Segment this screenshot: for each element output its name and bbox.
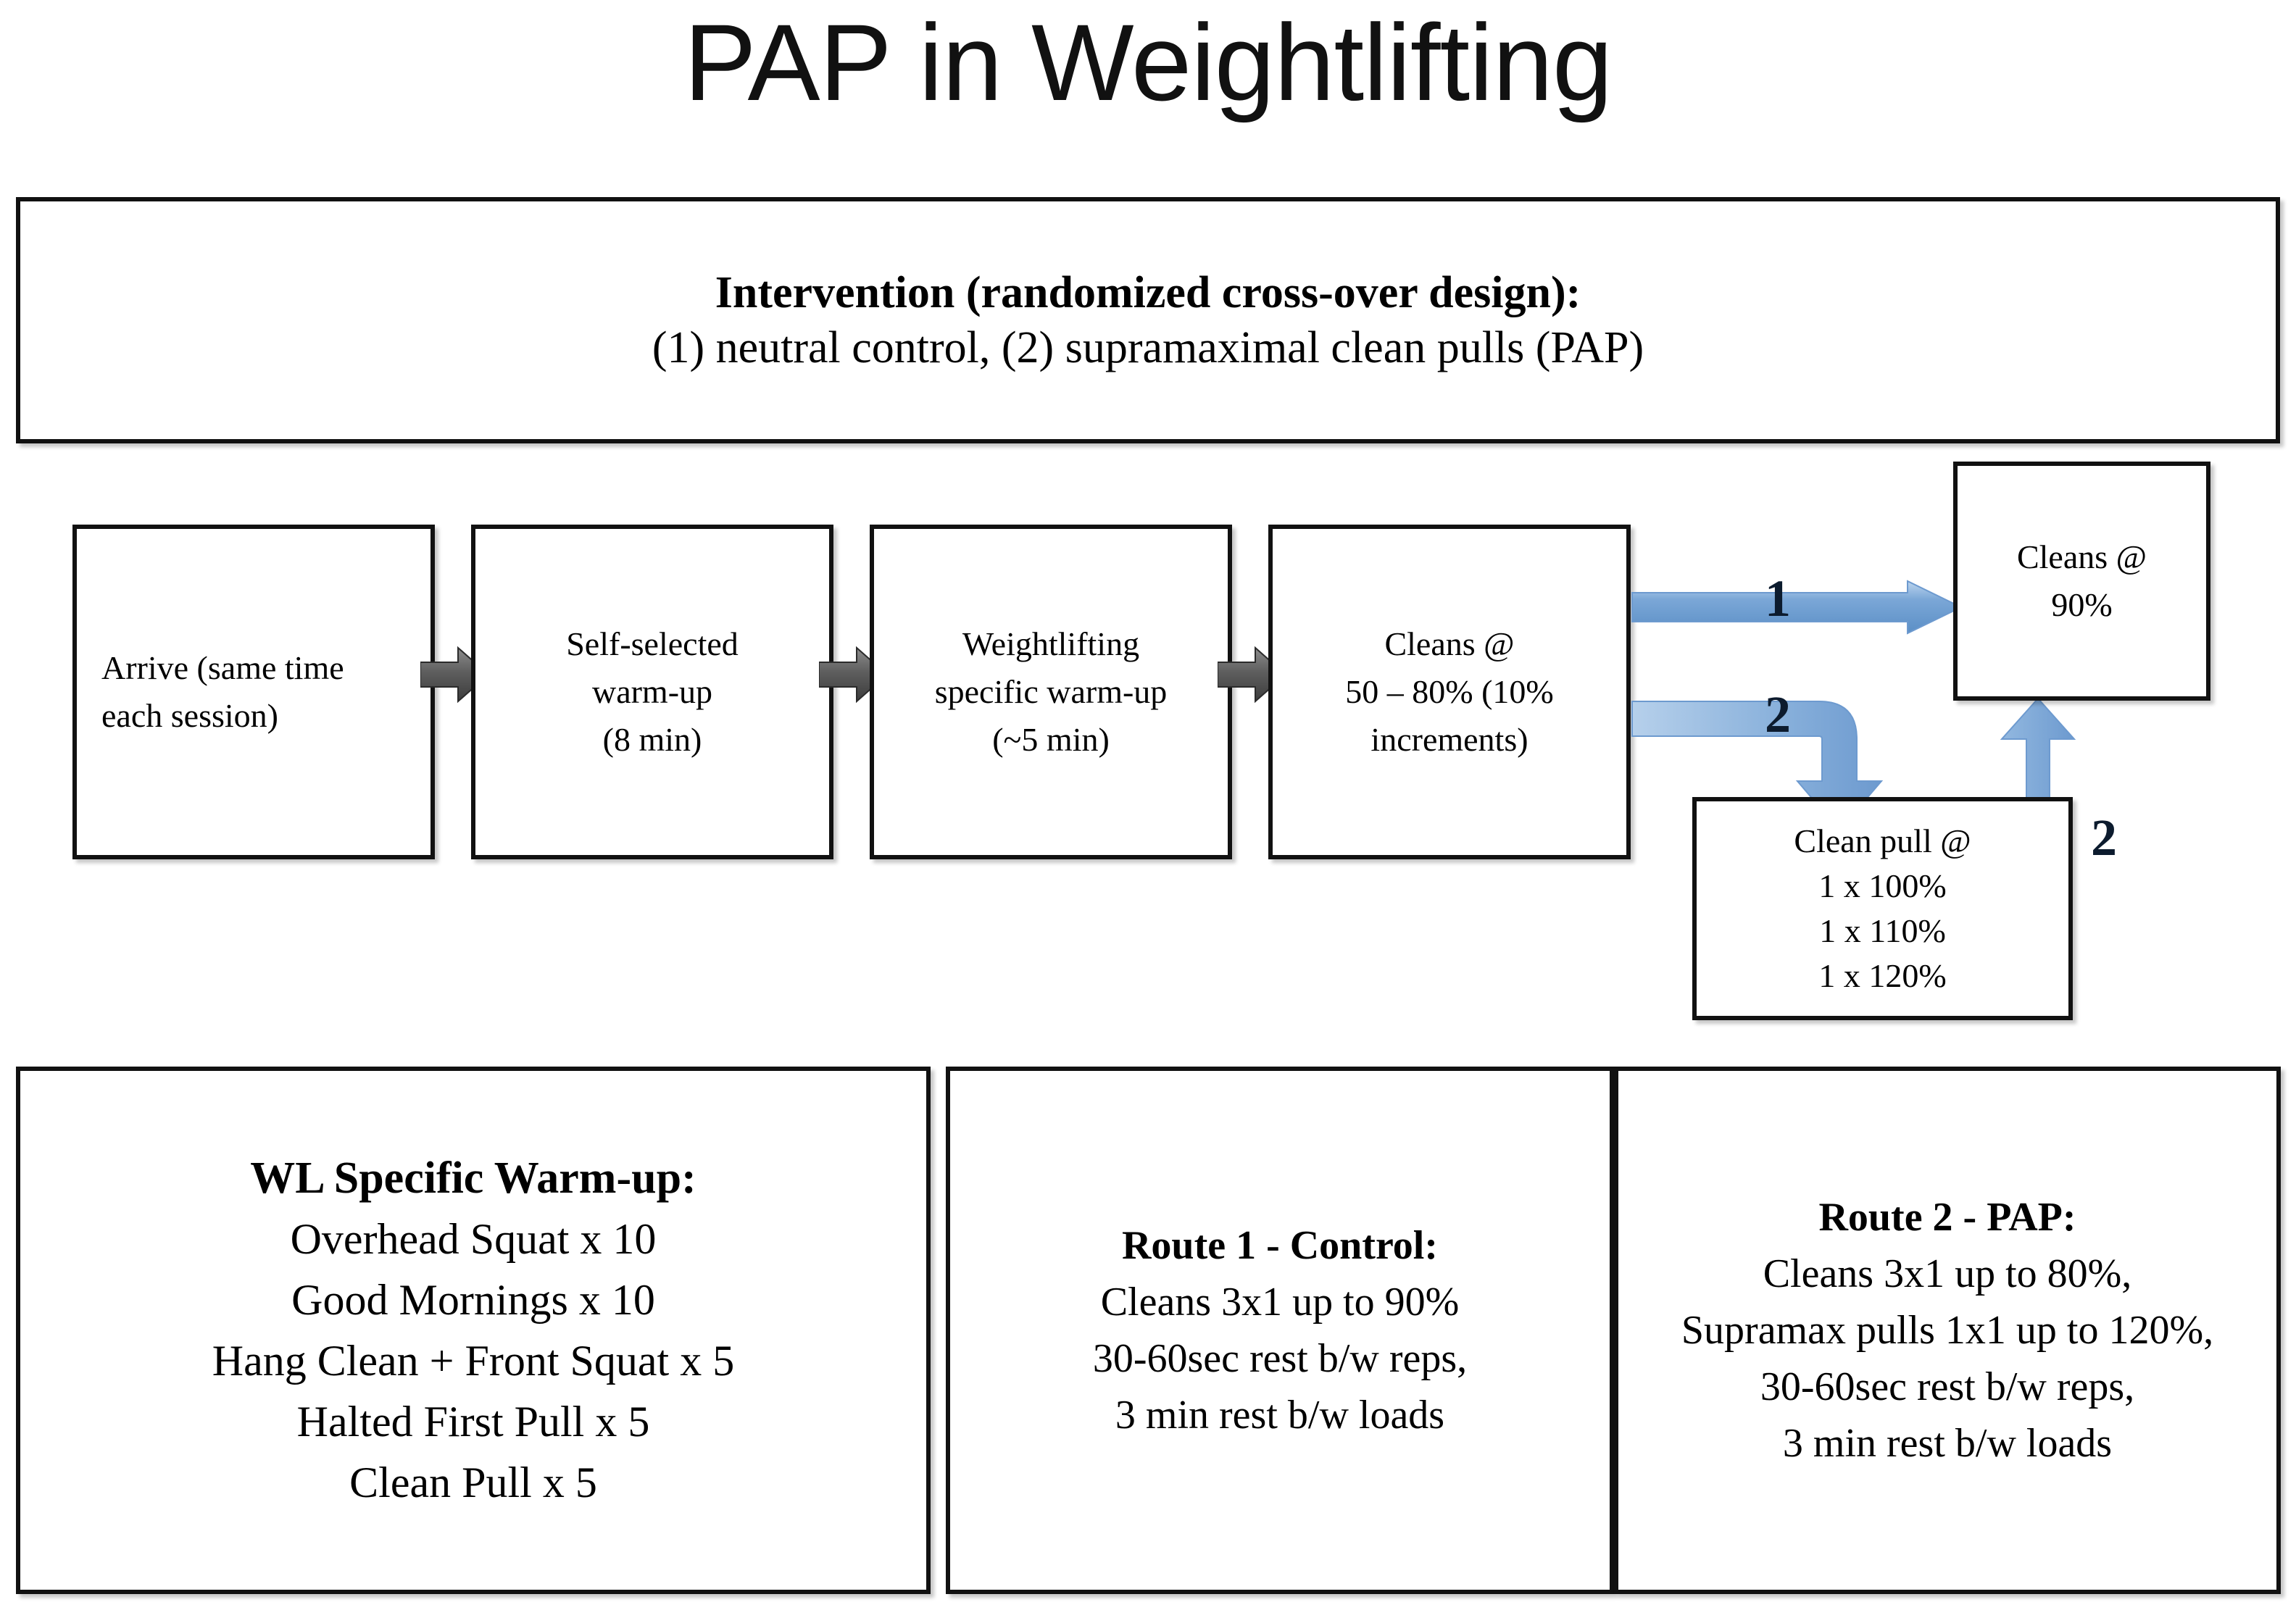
route-1-arrow-label: 1: [1765, 570, 1791, 627]
flow-box-cleans-line-1: Cleans @: [1384, 625, 1515, 662]
panel-route-1-heading: Route 1 - Control:: [1121, 1223, 1439, 1268]
panel-route-2-line-3: 30-60sec rest b/w reps,: [1760, 1364, 2135, 1409]
panel-route-1-control: Route 1 - Control: Cleans 3x1 up to 90% …: [946, 1067, 1614, 1594]
flow-box-cleans-line-3: increments): [1370, 721, 1528, 758]
flow-box-wl-warmup-line-3: (~5 min): [992, 721, 1110, 758]
clean-pull-line-2: 1 x 100%: [1818, 867, 1947, 904]
cleans-90-line-1: Cleans @: [2016, 538, 2147, 575]
panel-wl-specific-warmup: WL Specific Warm-up: Overhead Squat x 10…: [16, 1067, 931, 1594]
route-1-arrow-icon: [1631, 580, 1964, 638]
panel-wl-line-5: Clean Pull x 5: [349, 1459, 597, 1506]
clean-pull-line-4: 1 x 120%: [1818, 957, 1947, 994]
panel-route-1-line-2: 30-60sec rest b/w reps,: [1092, 1336, 1468, 1381]
intervention-heading: Intervention (randomized cross-over desi…: [715, 268, 1581, 317]
flow-box-self-warmup-line-1: Self-selected: [566, 625, 739, 662]
panel-wl-line-1: Overhead Squat x 10: [290, 1215, 657, 1263]
panel-wl-heading: WL Specific Warm-up:: [250, 1154, 696, 1203]
route-2-up-arrow-label: 2: [2091, 809, 2117, 867]
panel-route-2-line-1: Cleans 3x1 up to 80%,: [1763, 1251, 2132, 1296]
intervention-detail: (1) neutral control, (2) supramaximal cl…: [652, 323, 1644, 372]
flow-box-cleans-50-80: Cleans @ 50 – 80% (10% increments): [1268, 525, 1631, 859]
flow-box-arrive: Arrive (same time each session): [72, 525, 435, 859]
flow-box-self-warmup-line-3: (8 min): [602, 721, 702, 758]
page-title: PAP in Weightlifting: [683, 1, 1613, 123]
panel-route-2-line-4: 3 min rest b/w loads: [1782, 1421, 2113, 1466]
flow-box-wl-warmup: Weightlifting specific warm-up (~5 min): [870, 525, 1232, 859]
flow-box-wl-warmup-line-1: Weightlifting: [962, 625, 1140, 662]
panel-route-1-line-3: 3 min rest b/w loads: [1115, 1393, 1445, 1438]
cleans-90-line-2: 90%: [2051, 586, 2113, 623]
cleans-90-box: Cleans @ 90%: [1953, 462, 2210, 701]
flow-box-arrive-line-2: each session): [101, 697, 278, 734]
clean-pull-line-1: Clean pull @: [1794, 822, 1971, 859]
route-2-down-arrow-label: 2: [1765, 685, 1791, 743]
intervention-banner: Intervention (randomized cross-over desi…: [16, 197, 2280, 443]
panel-route-2-heading: Route 2 - PAP:: [1818, 1195, 2076, 1240]
flow-box-self-warmup-line-2: warm-up: [591, 673, 713, 710]
panel-wl-line-4: Halted First Pull x 5: [296, 1398, 650, 1446]
flow-box-arrive-line-1: Arrive (same time: [101, 649, 344, 686]
panel-route-2-pap: Route 2 - PAP: Cleans 3x1 up to 80%, Sup…: [1614, 1067, 2281, 1594]
panel-wl-line-3: Hang Clean + Front Squat x 5: [212, 1337, 735, 1385]
panel-route-1-line-1: Cleans 3x1 up to 90%: [1100, 1280, 1460, 1325]
clean-pull-box: Clean pull @ 1 x 100% 1 x 110% 1 x 120%: [1692, 797, 2073, 1020]
flow-box-self-warmup: Self-selected warm-up (8 min): [471, 525, 833, 859]
flow-box-cleans-line-2: 50 – 80% (10%: [1345, 673, 1554, 710]
panel-wl-line-2: Good Mornings x 10: [291, 1276, 655, 1324]
panel-route-2-line-2: Supramax pulls 1x1 up to 120%,: [1681, 1308, 2214, 1353]
clean-pull-line-3: 1 x 110%: [1819, 912, 1946, 949]
flow-box-wl-warmup-line-2: specific warm-up: [934, 673, 1168, 710]
